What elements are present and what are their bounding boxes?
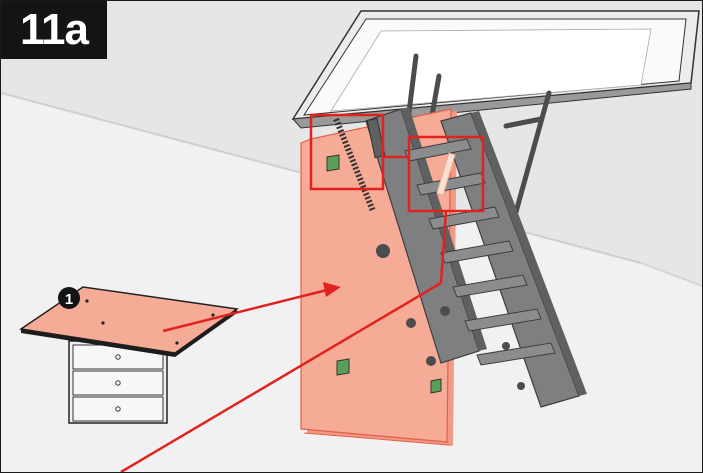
leader-line (439, 210, 448, 284)
transfer-arrow (162, 282, 341, 333)
highlight-box-spring (309, 113, 385, 191)
wall-corner-edge (640, 262, 702, 287)
callout-number: 1 (65, 291, 73, 308)
step-label: 11a (1, 1, 107, 59)
drawer-cabinet (68, 340, 168, 424)
door-hook (436, 152, 456, 196)
ladder (333, 107, 587, 408)
callout-circle (58, 287, 80, 309)
leader-line-long (120, 281, 442, 472)
mounting-brackets (326, 154, 442, 394)
